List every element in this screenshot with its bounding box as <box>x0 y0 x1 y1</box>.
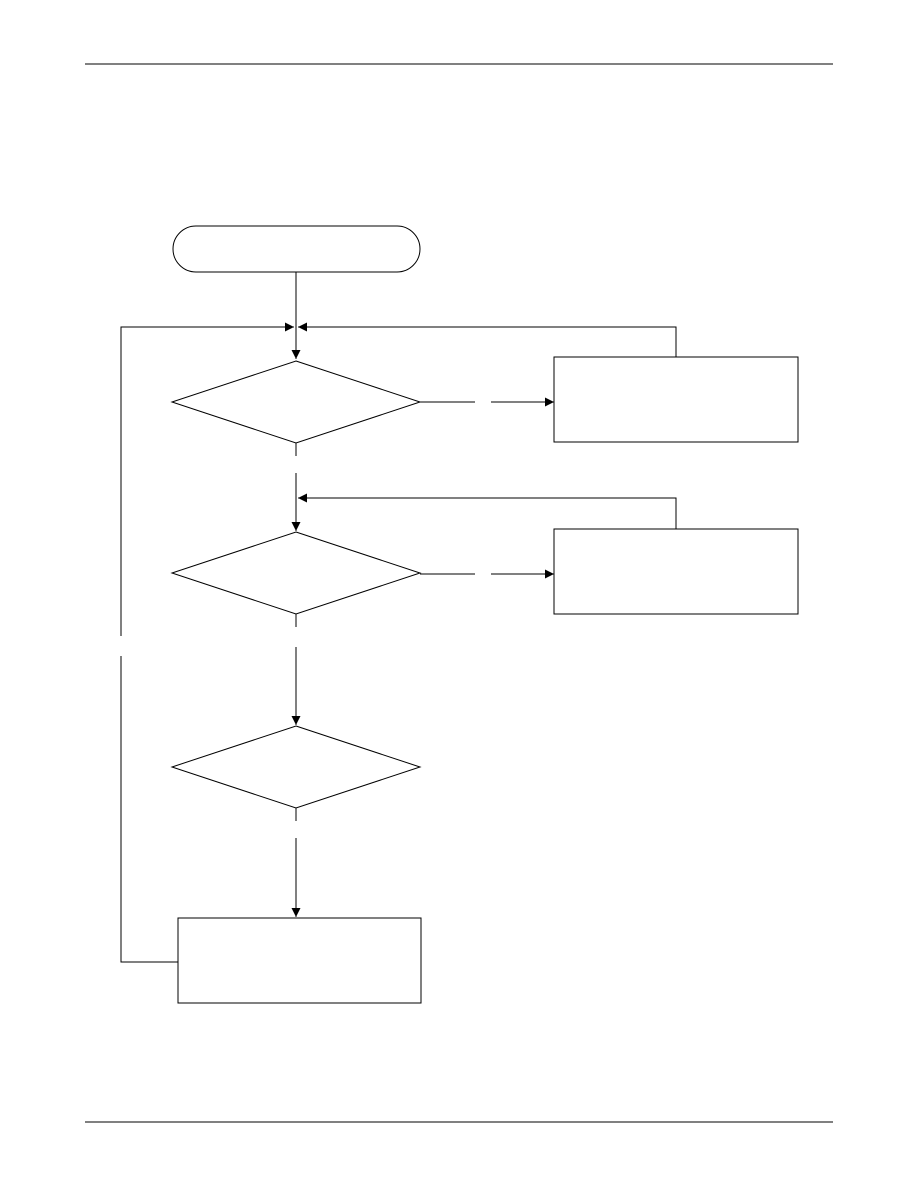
loop-back-right-action-1 <box>298 322 677 357</box>
action-1 <box>553 356 799 443</box>
action-2 <box>553 528 799 615</box>
decision-3 <box>170 725 422 809</box>
loop-back-left-upper <box>120 322 294 636</box>
start-node <box>172 225 421 273</box>
decision-1 <box>170 360 422 444</box>
loop-back-right-action-2 <box>298 493 677 529</box>
loop-back-left-lower <box>120 656 178 963</box>
decision-2 <box>170 531 422 615</box>
final-action <box>177 917 422 1004</box>
